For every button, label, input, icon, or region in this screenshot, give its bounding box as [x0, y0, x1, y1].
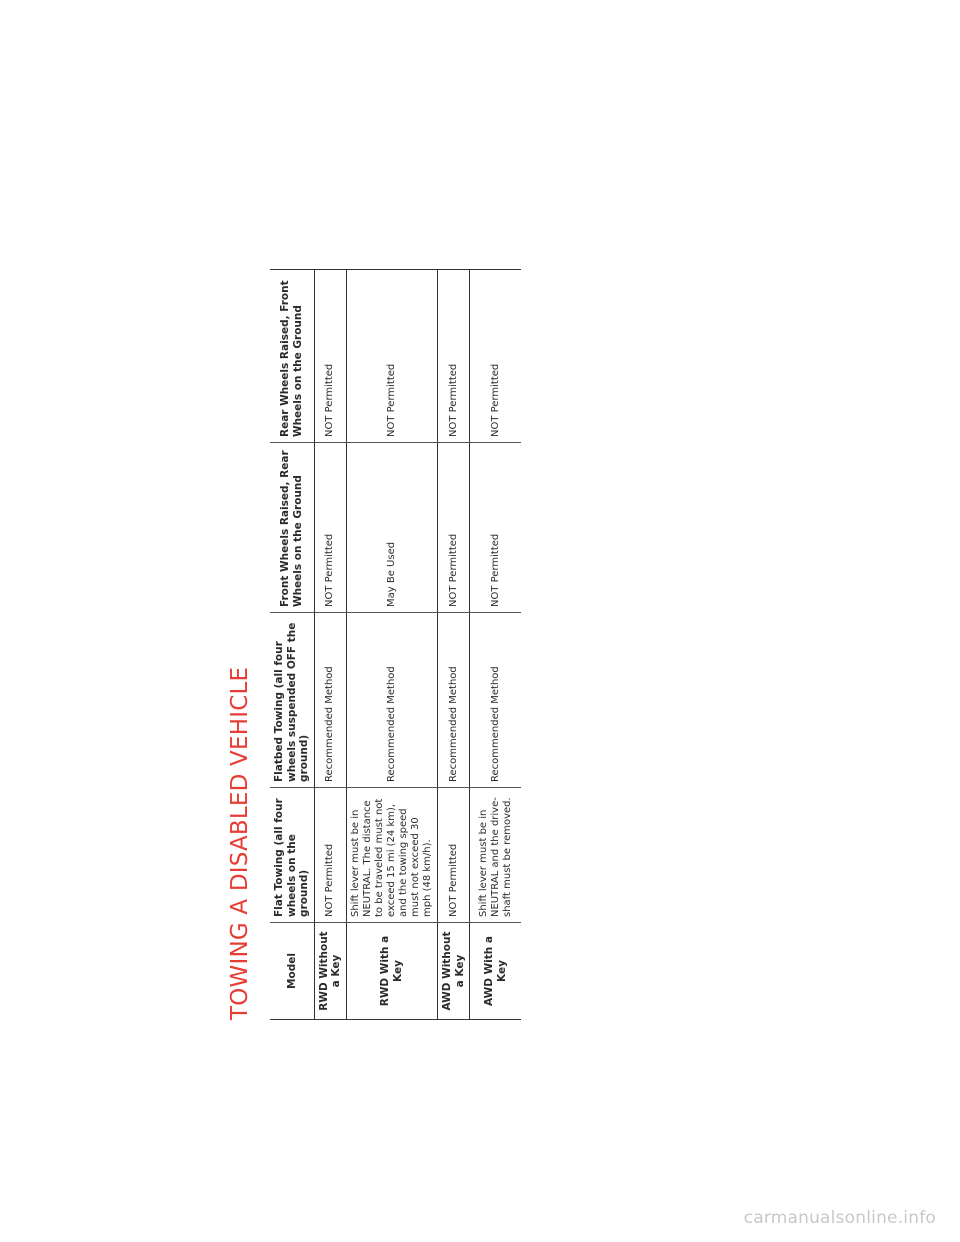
table-row: AWD With a Key Shift lever must be in NE…: [469, 269, 522, 1020]
front-raised-cell: NOT Permitted: [437, 442, 470, 613]
rear-raised-cell: NOT Permitted: [469, 269, 522, 443]
model-cell: AWD Without a Key: [437, 922, 470, 1020]
towing-table: Model Flat Towing (all four wheels on th…: [270, 269, 522, 1020]
flatbed-towing-cell: Recommended Method: [437, 612, 470, 788]
front-raised-cell: May Be Used: [346, 442, 438, 613]
table-header: Model Flat Towing (all four wheels on th…: [270, 269, 315, 1020]
watermark-text: carmanualsonline.info: [743, 1208, 936, 1228]
rear-raised-cell: NOT Permitted: [437, 269, 470, 443]
table-row: RWD With a Key Shift lever must be in NE…: [346, 269, 438, 1020]
header-front-wheels-raised: Front Wheels Raised, Rear Wheels on the …: [270, 442, 315, 613]
flat-towing-cell: Shift lever must be in NEUTRAL and the d…: [469, 787, 522, 923]
model-cell: RWD With a Key: [346, 922, 438, 1020]
flatbed-towing-cell: Recommended Method: [469, 612, 522, 788]
flat-towing-cell: Shift lever must be in NEUTRAL. The dist…: [346, 787, 438, 923]
model-cell: RWD Without a Key: [317, 931, 343, 1011]
table-row: RWD Without a Key NOT Permitted Recommen…: [314, 269, 347, 1020]
front-raised-cell: NOT Permitted: [469, 442, 522, 613]
header-model: Model: [270, 922, 315, 1020]
table-body: RWD Without a Key NOT Permitted Recommen…: [314, 269, 522, 1020]
header-row: Model Flat Towing (all four wheels on th…: [270, 269, 315, 1020]
table-row: AWD Without a Key NOT Permitted Recommen…: [437, 269, 470, 1020]
page-title: TOWING A DISABLED VEHICLE: [227, 666, 253, 1020]
rear-raised-cell: NOT Permitted: [314, 269, 347, 443]
model-cell: AWD With a Key: [469, 922, 522, 1020]
header-flat-towing: Flat Towing (all four wheels on the grou…: [270, 787, 315, 923]
front-raised-cell: NOT Permitted: [314, 442, 347, 613]
flat-towing-cell: NOT Permitted: [437, 787, 470, 923]
rear-raised-cell: NOT Permitted: [346, 269, 438, 443]
rotated-page-content: TOWING A DISABLED VEHICLE Model Flat Tow…: [0, 0, 522, 1050]
flat-towing-cell: NOT Permitted: [314, 787, 347, 923]
header-rear-wheels-raised: Rear Wheels Raised, Front Wheels on the …: [270, 269, 315, 443]
header-flatbed-towing: Flatbed Towing (all four wheels suspende…: [270, 612, 315, 788]
flatbed-towing-cell: Recommended Method: [314, 612, 347, 788]
flatbed-towing-cell: Recommended Method: [346, 612, 438, 788]
